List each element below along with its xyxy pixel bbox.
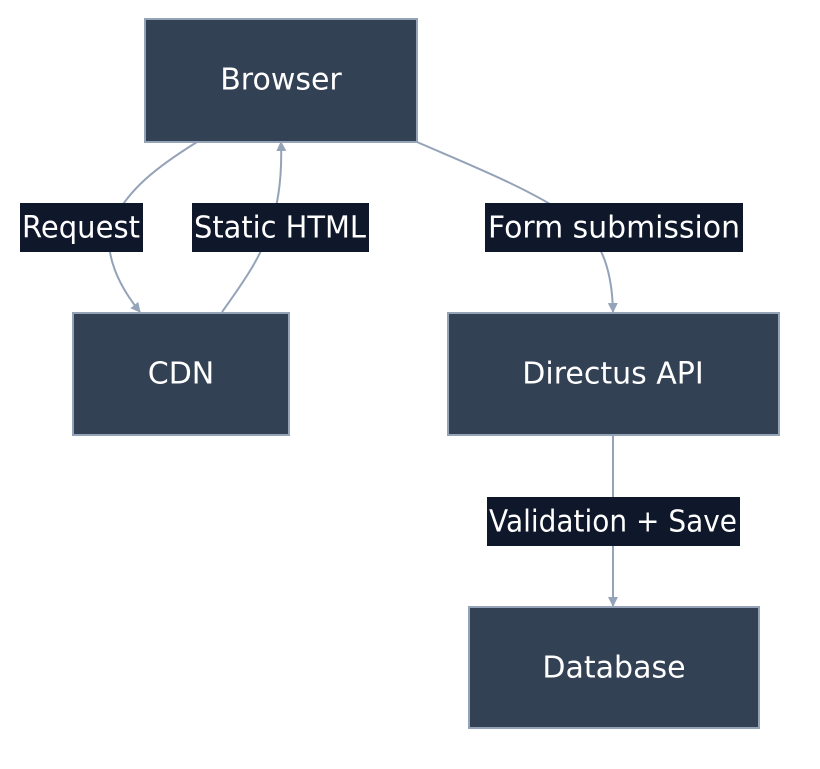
node-directus-api-label: Directus API bbox=[522, 357, 703, 392]
edge-label-request-text: Request bbox=[22, 211, 140, 246]
node-browser-box bbox=[144, 18, 418, 143]
edge-label-static-html-bg bbox=[192, 203, 369, 252]
edge-label-validation-save-bg bbox=[487, 497, 740, 546]
node-database: Database bbox=[468, 606, 760, 729]
edge-label-form-submission-text: Form submission bbox=[488, 211, 740, 246]
edge-label-validation-save: Validation + Save bbox=[487, 497, 740, 546]
node-directus-api-box bbox=[447, 312, 780, 436]
node-cdn-label: CDN bbox=[148, 357, 215, 392]
edge-label-form-submission-bg bbox=[485, 203, 743, 252]
node-browser-label: Browser bbox=[220, 63, 342, 98]
node-cdn-box bbox=[72, 312, 290, 436]
node-cdn: CDN bbox=[72, 312, 290, 436]
node-database-box bbox=[468, 606, 760, 729]
node-database-label: Database bbox=[542, 651, 685, 686]
node-browser: Browser bbox=[144, 18, 418, 143]
edge-label-request-bg bbox=[20, 203, 143, 252]
edge-label-form-submission: Form submission bbox=[485, 203, 743, 252]
edge-label-static-html-text: Static HTML bbox=[194, 211, 366, 246]
edge-label-validation-save-text: Validation + Save bbox=[489, 505, 737, 540]
node-directus-api: Directus API bbox=[447, 312, 780, 436]
edge-label-static-html: Static HTML bbox=[192, 203, 369, 252]
edge-label-request: Request bbox=[20, 203, 143, 252]
